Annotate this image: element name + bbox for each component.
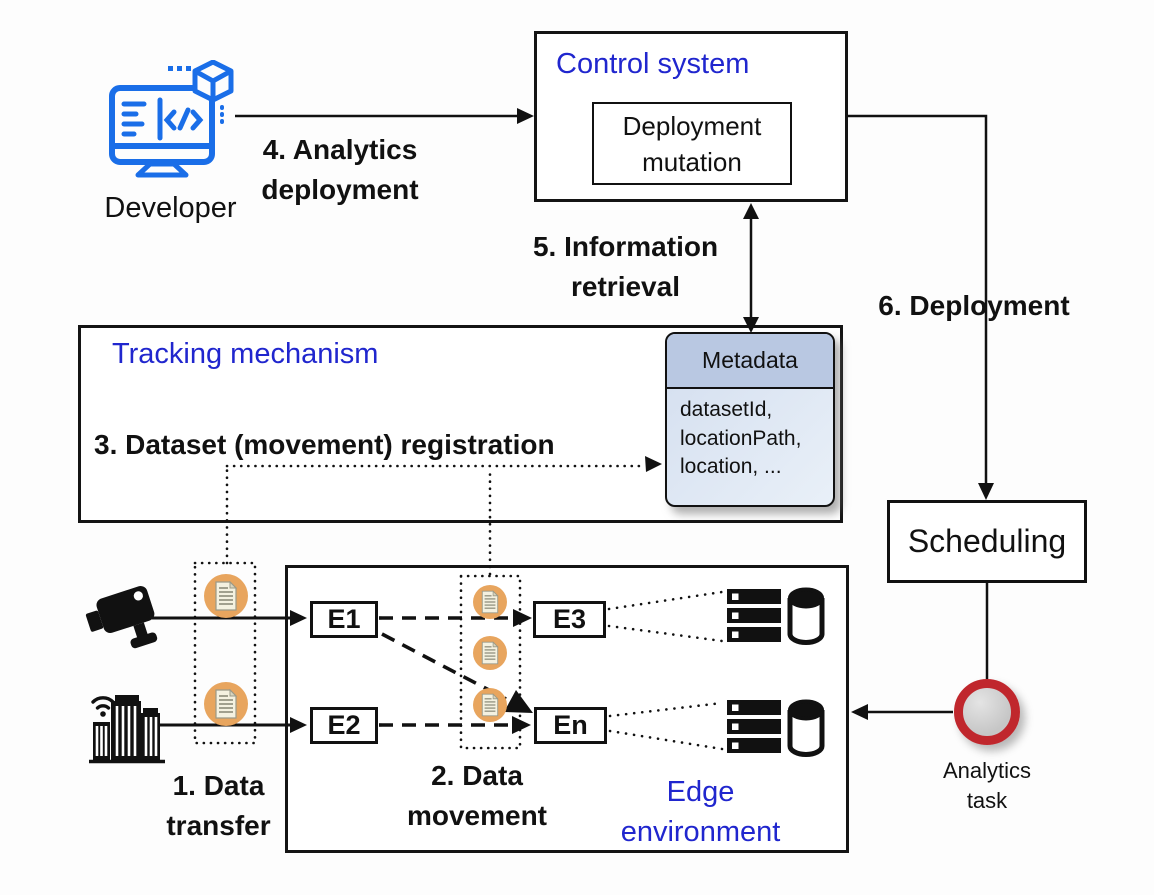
control-system-title: Control system — [556, 48, 750, 80]
deployment-mutation-box: Deployment mutation — [592, 102, 792, 185]
step3-label: 3. Dataset (movement) registration — [94, 429, 555, 460]
document-icon — [473, 585, 507, 619]
arrow-task-to-edge — [851, 704, 953, 720]
step1-label: 1. Data transfer — [166, 770, 271, 841]
step5-label: 5. Information retrieval — [532, 231, 719, 302]
document-icon — [204, 574, 248, 618]
metadata-title: Metadata — [667, 334, 833, 389]
metadata-fields: datasetId, locationPath, location, ... — [680, 398, 802, 478]
document-icon — [473, 688, 507, 722]
analytics-task-label: Analytics task — [942, 758, 1032, 813]
metadata-box: Metadata datasetId, locationPath, locati… — [665, 332, 835, 507]
database-icon — [786, 587, 826, 646]
step6-label: 6. Deployment — [878, 290, 1070, 321]
arrow-information-retrieval — [743, 203, 759, 333]
edge-node-e2: E2 — [310, 707, 378, 744]
tracking-mechanism-title: Tracking mechanism — [112, 338, 379, 370]
building-icon — [89, 695, 165, 764]
analytics-task-icon — [954, 679, 1020, 745]
edge-node-e1: E1 — [310, 601, 378, 638]
document-icon — [473, 636, 507, 670]
edge-node-e3: E3 — [533, 601, 606, 638]
edge-node-en: En — [534, 707, 607, 744]
developer-icon — [109, 60, 234, 178]
edge-environment-title: Edge environment — [620, 776, 781, 848]
camera-icon — [85, 586, 158, 649]
server-icon — [727, 589, 781, 642]
arrow-analytics-deployment — [235, 108, 534, 124]
server-icon — [727, 700, 781, 753]
database-icon — [786, 699, 826, 758]
developer-label: Developer — [104, 192, 237, 224]
step2-label: 2. Data movement — [406, 760, 548, 831]
scheduling-box: Scheduling — [887, 500, 1087, 583]
document-icon — [204, 682, 248, 726]
cube-icon — [192, 60, 234, 103]
step4-label: 4. Analytics deployment — [261, 134, 419, 205]
